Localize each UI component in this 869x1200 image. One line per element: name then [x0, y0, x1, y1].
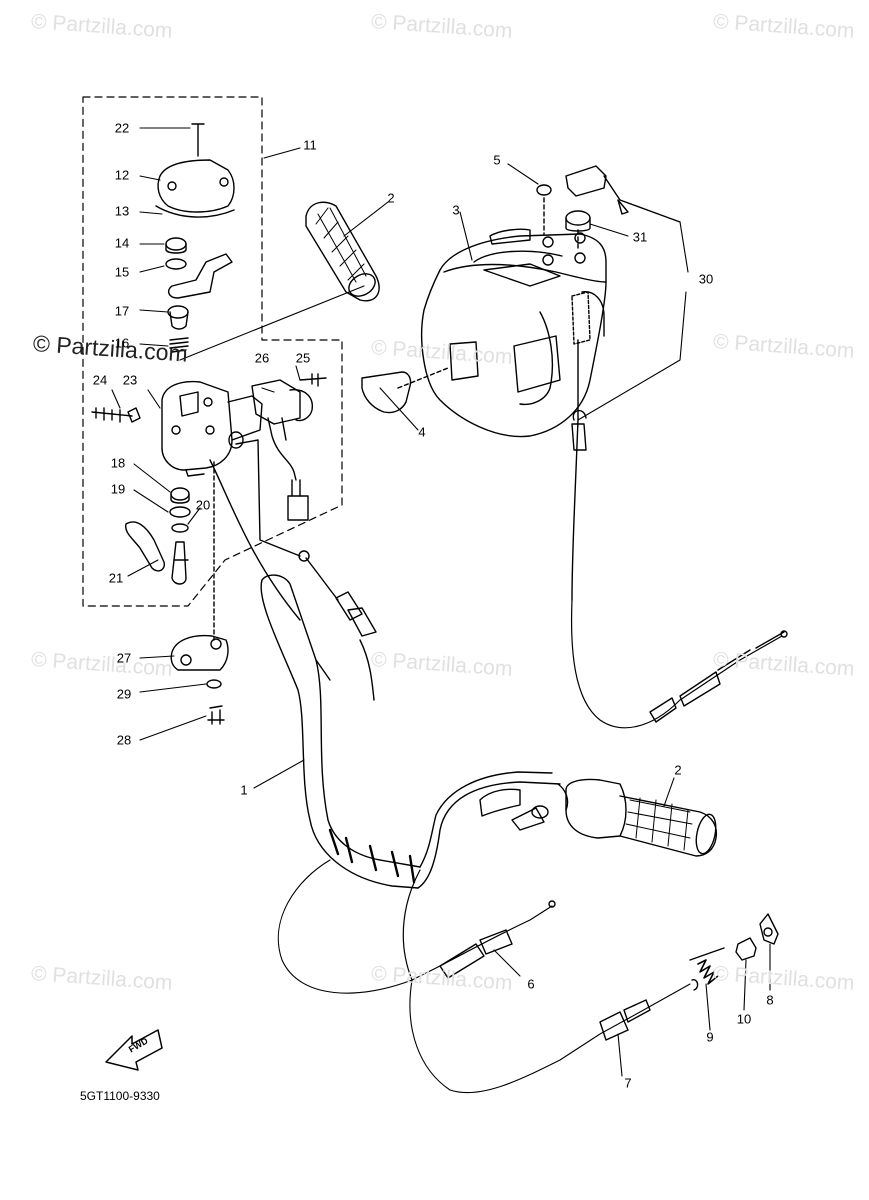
handlebar-cover-drawing — [421, 228, 607, 438]
handlebar-holder-drawing — [170, 634, 229, 725]
callout-27[interactable]: 27 — [116, 650, 132, 666]
diagram-code: 5GT1100-9330 — [80, 1089, 160, 1103]
throttle-housing-drawing — [91, 123, 377, 701]
callout-29[interactable]: 29 — [116, 686, 132, 702]
callout-13[interactable]: 13 — [114, 203, 130, 219]
left-grip-drawing — [305, 201, 380, 302]
callout-19[interactable]: 19 — [110, 481, 126, 497]
callout-26[interactable]: 26 — [254, 350, 270, 366]
callout-20[interactable]: 20 — [195, 497, 211, 513]
callout-8[interactable]: 8 — [766, 992, 774, 1008]
callout-14[interactable]: 14 — [114, 235, 130, 251]
callout-6[interactable]: 6 — [527, 976, 535, 992]
callout-12[interactable]: 12 — [114, 167, 130, 183]
callout-16[interactable]: 16 — [114, 335, 130, 351]
callout-1[interactable]: 1 — [240, 782, 248, 798]
switch-drawing — [565, 165, 607, 197]
callout-11[interactable]: 11 — [303, 137, 317, 153]
callout-23[interactable]: 23 — [122, 372, 138, 388]
callout-24[interactable]: 24 — [92, 372, 108, 388]
handlebar-drawing — [260, 574, 569, 889]
callout-3[interactable]: 3 — [452, 202, 460, 218]
callout-30[interactable]: 30 — [698, 271, 714, 287]
callout-4[interactable]: 4 — [418, 424, 426, 440]
callout-17[interactable]: 17 — [114, 303, 130, 319]
callout-18[interactable]: 18 — [110, 455, 126, 471]
callout-7[interactable]: 7 — [624, 1075, 632, 1091]
callout-21[interactable]: 21 — [108, 570, 124, 586]
spring-drawing — [697, 959, 719, 985]
callout-2-left[interactable]: 2 — [387, 190, 395, 206]
joint-drawing — [735, 937, 757, 961]
callout-28[interactable]: 28 — [116, 732, 132, 748]
callout-2-right[interactable]: 2 — [674, 762, 682, 778]
emblem-drawing — [361, 371, 412, 414]
brake-cable-drawing — [277, 859, 699, 1094]
callout-5[interactable]: 5 — [493, 152, 501, 168]
right-grip-drawing — [565, 778, 718, 857]
callout-15[interactable]: 15 — [114, 264, 130, 280]
callout-25[interactable]: 25 — [295, 350, 311, 366]
wing-nut-drawing — [759, 913, 779, 945]
throttle-assembly-boundary — [82, 96, 343, 607]
plug-drawing — [536, 184, 552, 196]
callout-22[interactable]: 22 — [114, 120, 130, 136]
callout-31[interactable]: 31 — [632, 229, 648, 245]
leader-lines — [111, 127, 771, 1077]
callout-9[interactable]: 9 — [706, 1029, 714, 1045]
grommet-drawing — [565, 210, 591, 226]
fwd-arrow-icon — [105, 1029, 163, 1071]
callout-10[interactable]: 10 — [736, 1011, 752, 1027]
